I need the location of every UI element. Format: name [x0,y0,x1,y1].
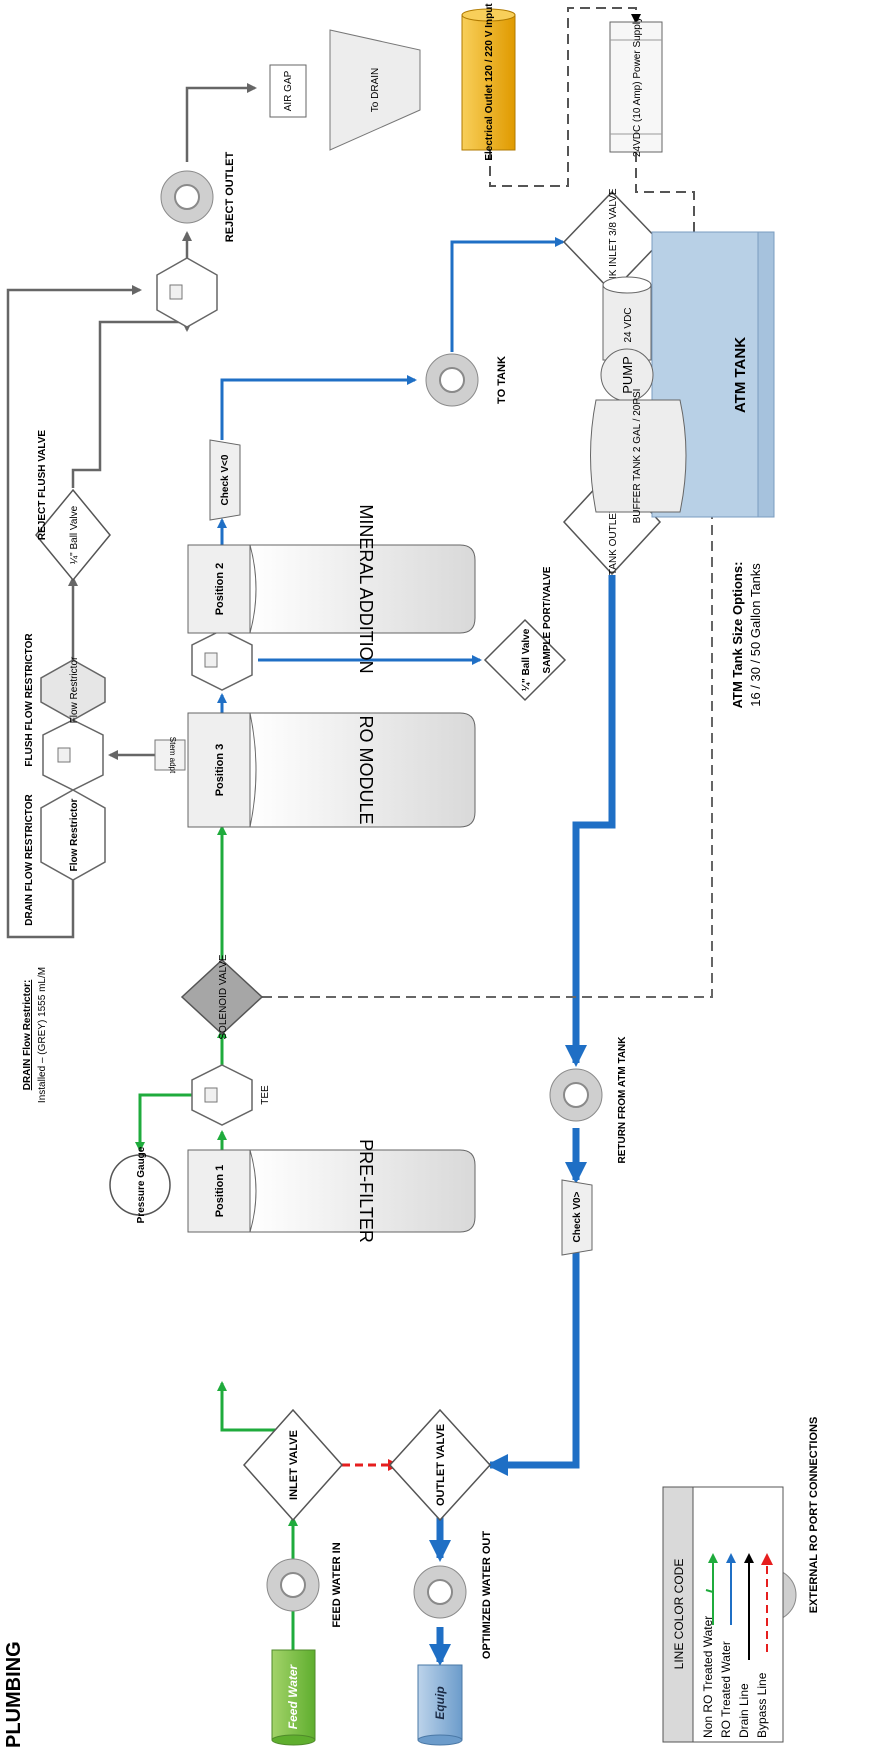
air-gap-label: AIR GAP [283,70,294,111]
atm-tank-label: ATM TANK [732,337,749,413]
atm-tank: ATM TANK [651,231,775,518]
mineral-addition-label: MINERAL ADDITION [356,504,376,673]
stem-adapter-label: Stem adpt [168,737,177,774]
drain-line-outlet-to-airgap [185,83,257,162]
reject-flush-valve-text: ¼" Ball Valve [68,505,80,564]
position-2-label: Position 2 [214,563,226,616]
atm-size-options-values: 16 / 30 / 50 Gallon Tanks [748,563,763,707]
drain-line-restrictor-to-reject [6,285,142,939]
inlet-valve-label: INLET VALVE [288,1430,300,1500]
power-supply-label: 24VDC (10 Amp) Power Supply [632,17,643,157]
tee-fitting-main [191,1064,253,1126]
green-line-tee-to-gauge [135,1093,195,1152]
pump-head: PUMP [600,348,654,402]
mineral-addition-cartridge: Position 2 MINERAL ADDITION [187,504,476,674]
legend-label-drain: Drain Line [737,1683,751,1738]
tee-label: TEE [260,1085,271,1105]
sample-ball-valve: ¼" Ball Valve [483,618,567,702]
equip-label: Equip [433,1686,447,1719]
line-color-legend: LINE COLOR CODE Non RO Treated Water RO … [662,1486,784,1743]
feed-water-source: Feed Water [271,1649,316,1746]
reject-outlet-port [160,170,214,224]
drain-flow-restrictor-title: DRAIN FLOW RESTRICTOR [24,793,35,925]
drain-flow-restrictor-text: Flow Restrictor [69,799,80,872]
legend-title: LINE COLOR CODE [672,1559,686,1670]
electrical-dash-1 [262,515,713,998]
blue-line-tank-return [565,575,616,1067]
check-valve-top-label: Check V<0 [220,454,231,505]
pressure-gauge: Pressure Gauge [109,1146,171,1223]
optimized-water-port [413,1565,467,1619]
electrical-outlet-label: Electrical Outlet 120 / 220 V Input [484,3,495,161]
ro-module-cartridge: Position 3 RO MODULE [187,712,476,828]
tank-outlet-label: TANK OUTLET ½ Valve [608,468,619,575]
power-supply: 24VDC (10 Amp) Power Supply [609,17,663,157]
pump-voltage-label: 24 VDC [623,307,634,342]
outlet-valve: OUTLET VALVE [388,1408,492,1522]
to-tank-port [425,353,479,407]
check-valve-bottom-label: Check V0> [572,1191,583,1242]
drain-restrictor-note-title: DRAIN Flow Restrictor: [22,980,33,1091]
legend-label-ro: RO Treated Water [719,1641,733,1738]
sample-ball-valve-text: ¼" Ball Valve [521,628,532,691]
feed-water-port [266,1558,320,1612]
legend-label-bypass: Bypass Line [755,1672,769,1738]
flush-flow-restrictor-text: Flow Restrictor [69,656,80,723]
drain-line-ballvalve-to-reject [71,320,192,488]
reject-flush-ball-valve: ¼" Ball Valve [35,488,111,582]
stem-adapter: Stem adpt [154,737,186,774]
tee-fitting-drain [42,719,104,791]
solenoid-valve: SOLENOID VALVE [180,954,264,1040]
feed-water-in-label: FEED WATER IN [331,1542,343,1627]
optimized-water-out-label: OPTIMIZED WATER OUT [481,1531,493,1659]
to-tank-label: TO TANK [496,356,508,404]
reject-flush-valve-title: REJECT FLUSH VALVE [37,430,48,541]
pump-body: 24 VDC [602,276,652,361]
tank-inlet-label: TANK INLET 3/8 VALVE [608,188,619,295]
flush-flow-restrictor: Flow Restrictor [40,656,106,723]
check-valve-bottom: Check V0> [561,1179,593,1256]
legend-label-non-ro: Non RO Treated Water [701,1616,715,1738]
drain-funnel: To DRAIN [329,29,421,151]
pre-filter-label: PRE-FILTER [356,1139,376,1243]
ro-module-label: RO MODULE [356,715,376,824]
external-ro-port-label: EXTERNAL RO PORT CONNECTIONS [808,1417,820,1614]
sample-port-label: SAMPLE PORT/VALVE [542,566,553,673]
buffer-tank-label: BUFFER TANK 2 GAL / 20PSI [632,389,643,524]
feed-water-label: Feed Water [286,1663,300,1729]
inlet-valve: INLET VALVE [242,1408,344,1522]
tee-fitting-reject [156,257,218,328]
drain-flow-restrictor: Flow Restrictor [40,789,106,881]
outlet-valve-label: OUTLET VALVE [435,1424,447,1506]
return-tank-port [549,1068,603,1122]
to-drain-label: To DRAIN [370,68,381,112]
blue-line-totank-to-inlet [450,237,565,352]
return-from-atm-tank-label: RETURN FROM ATM TANK [617,1036,628,1164]
equip-destination: Equip [417,1664,463,1746]
flush-flow-restrictor-title: FLUSH FLOW RESTRICTOR [24,633,35,767]
drain-restrictor-note-value: Installed – (GREY) 1555 mL/M [37,967,48,1103]
solenoid-valve-label: SOLENOID VALVE [218,954,229,1040]
reject-outlet-label: REJECT OUTLET [224,151,236,242]
tee-fitting-sample [191,629,253,691]
pressure-gauge-label: Pressure Gauge [136,1146,147,1223]
green-line-inlet-to-prefilter [217,1381,293,1432]
pump-label: PUMP [620,356,635,394]
air-gap: AIR GAP [269,64,307,118]
pre-filter-cartridge: Position 1 PRE-FILTER [187,1139,476,1243]
page-title: PLUMBING [3,1641,25,1748]
position-1-label: Position 1 [214,1165,226,1218]
atm-size-options-title: ATM Tank Size Options: [730,562,745,709]
electrical-outlet: Electrical Outlet 120 / 220 V Input [461,3,516,161]
blue-line-check-to-totank [220,375,417,440]
buffer-tank: BUFFER TANK 2 GAL / 20PSI [590,389,687,524]
position-3-label: Position 3 [214,744,226,797]
check-valve-top: Check V<0 [209,439,241,521]
blue-line-check-to-outlet [486,1250,580,1476]
